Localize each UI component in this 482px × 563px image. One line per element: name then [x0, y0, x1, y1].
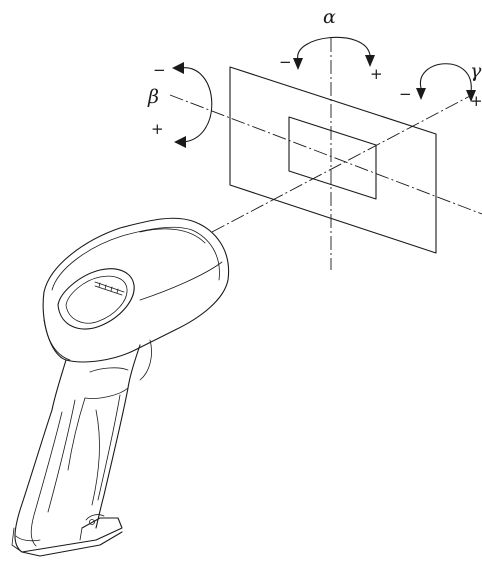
- gamma-rotation-arrow: [416, 63, 476, 102]
- beta-plus-sign: +: [151, 120, 164, 138]
- beta-rotation-arrow: [172, 62, 213, 148]
- horizontal-axis-line: [169, 94, 482, 215]
- beta-label: β: [147, 86, 159, 108]
- barcode-area: [288, 116, 377, 200]
- scan-direction-axis-line: [211, 95, 471, 233]
- beta-minus-sign: −: [153, 61, 166, 79]
- alpha-plus-sign: +: [370, 65, 383, 83]
- gamma-label: γ: [470, 60, 482, 82]
- scanner-window: [57, 268, 135, 330]
- target-plane: [229, 66, 437, 254]
- scanner-handle-back: [14, 409, 53, 557]
- alpha-rotation-arrow: [293, 36, 375, 70]
- scanner-head-rim: [51, 226, 220, 291]
- barcode-scanner: [11, 217, 230, 557]
- alpha-minus-sign: −: [279, 53, 292, 71]
- scanner-base: [21, 517, 123, 553]
- alpha-label: α: [323, 6, 336, 28]
- scanner-trigger-edge: [127, 344, 141, 389]
- gamma-minus-sign: −: [399, 85, 412, 103]
- scanner-handle-front: [95, 387, 129, 529]
- gamma-plus-sign: +: [470, 92, 482, 110]
